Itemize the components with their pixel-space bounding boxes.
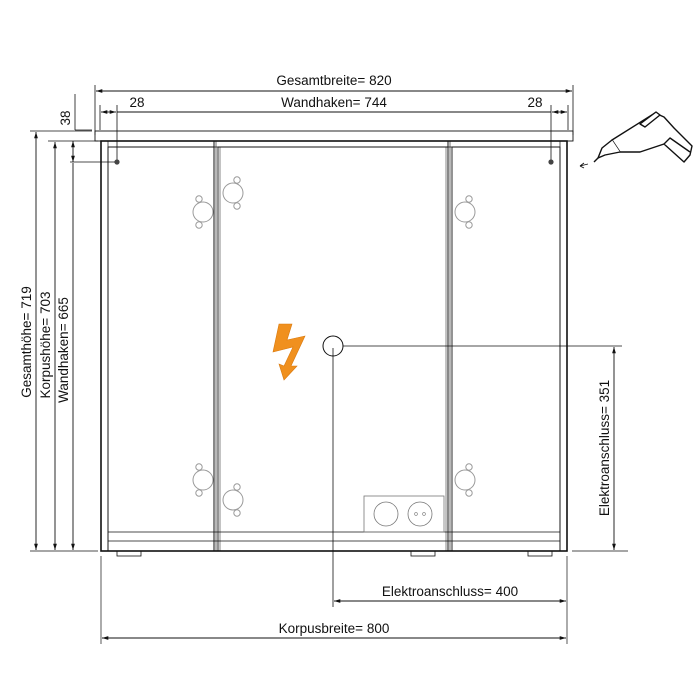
- drill-icon: [579, 111, 693, 169]
- wall-hook-icon: [114, 159, 120, 165]
- total-width-label: Gesamtbreite= 820: [276, 73, 391, 88]
- bottom-dimensions: Elektroanschluss= 400 Korpusbreite= 800: [100, 556, 568, 644]
- total-width-dimension: Gesamtbreite= 820: [94, 73, 574, 135]
- height-dimensions: Gesamthöhe= 719 Korpushöhe= 703 Wandhake…: [19, 130, 98, 552]
- total-height-label: Gesamthöhe= 719: [19, 286, 34, 397]
- hook-width-label: Wandhaken= 744: [281, 95, 387, 110]
- socket-icon: [363, 495, 445, 533]
- lightning-icon: [272, 323, 306, 381]
- body-height-label: Korpushöhe= 703: [38, 292, 53, 399]
- top-offset-label: 38: [58, 110, 73, 125]
- foot-right: [527, 550, 553, 557]
- top-offset-dimension: 38: [58, 94, 92, 131]
- electric-width-label: Elektroanschluss= 400: [382, 584, 518, 599]
- hook-height-label: Wandhaken= 665: [56, 297, 71, 403]
- cabinet-body: [100, 140, 568, 557]
- foot-left: [116, 550, 142, 557]
- right-door: [451, 146, 561, 552]
- cabinet-top-panel: [94, 130, 574, 142]
- electric-height-dimension: Elektroanschluss= 351: [572, 347, 628, 552]
- electric-height-label: Elektroanschluss= 351: [597, 380, 612, 516]
- foot-center: [410, 550, 436, 557]
- hook-offset-right-label: 28: [527, 95, 542, 110]
- hook-width-dimension: Wandhaken= 744 28 28: [99, 95, 569, 162]
- body-width-label: Korpusbreite= 800: [279, 621, 390, 636]
- hinge-icon: [192, 176, 476, 517]
- wall-hook-icon: [548, 159, 554, 165]
- hook-offset-left-label: 28: [129, 95, 144, 110]
